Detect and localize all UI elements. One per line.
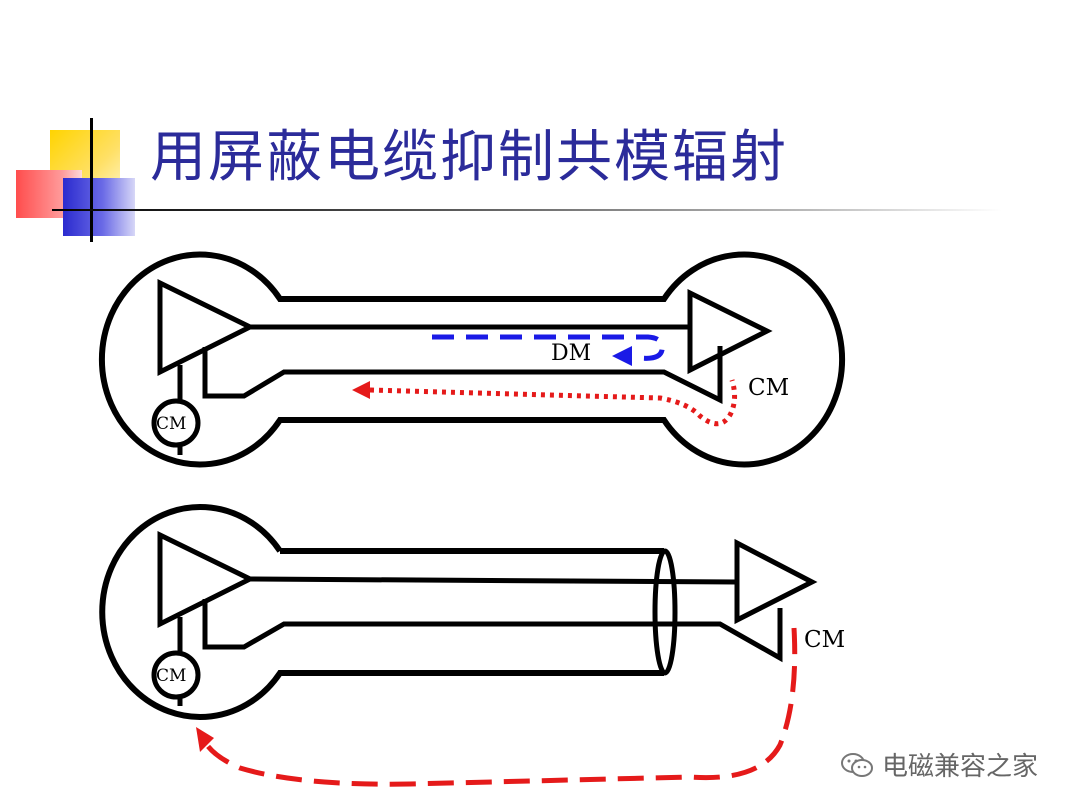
top-cm-current [369, 379, 738, 427]
bottom-shield-end [652, 548, 678, 676]
title-deco-vertical-line [90, 118, 93, 242]
watermark-text: 电磁兼容之家 [882, 752, 1039, 782]
top-return-wire [202, 346, 723, 405]
top-diagram [98, 251, 846, 468]
watermark: 电磁兼容之家 [840, 746, 1038, 783]
bottom-enclosure-outline [99, 504, 664, 720]
title-deco-blue-square [63, 178, 135, 236]
top-cm-arrowhead [352, 381, 370, 399]
title-underline [52, 209, 1002, 211]
bottom-cm-arrowhead [196, 727, 214, 752]
top-dm-current [432, 334, 665, 361]
bottom-cm-left-label: CM [156, 666, 187, 686]
top-enclosure-outline [98, 251, 846, 468]
slide-title: 用屏蔽电缆抑制共模辐射 [150, 125, 788, 190]
bottom-diagram [99, 504, 818, 787]
top-right-receiver [687, 288, 773, 375]
top-dm-label: DM [551, 341, 592, 366]
wechat-icon [841, 752, 873, 777]
bottom-cm-right-label: CM [804, 627, 846, 653]
top-cm-source [151, 398, 201, 448]
bottom-right-receiver [734, 538, 818, 625]
top-cm-left-label: CM [156, 414, 187, 434]
bottom-signal-wire [249, 576, 738, 585]
bottom-cm-source [151, 650, 201, 700]
bottom-cm-current [200, 627, 798, 787]
top-cm-right-label: CM [748, 375, 790, 401]
top-dm-arrowhead [612, 346, 632, 366]
bottom-return-wire [202, 599, 783, 663]
